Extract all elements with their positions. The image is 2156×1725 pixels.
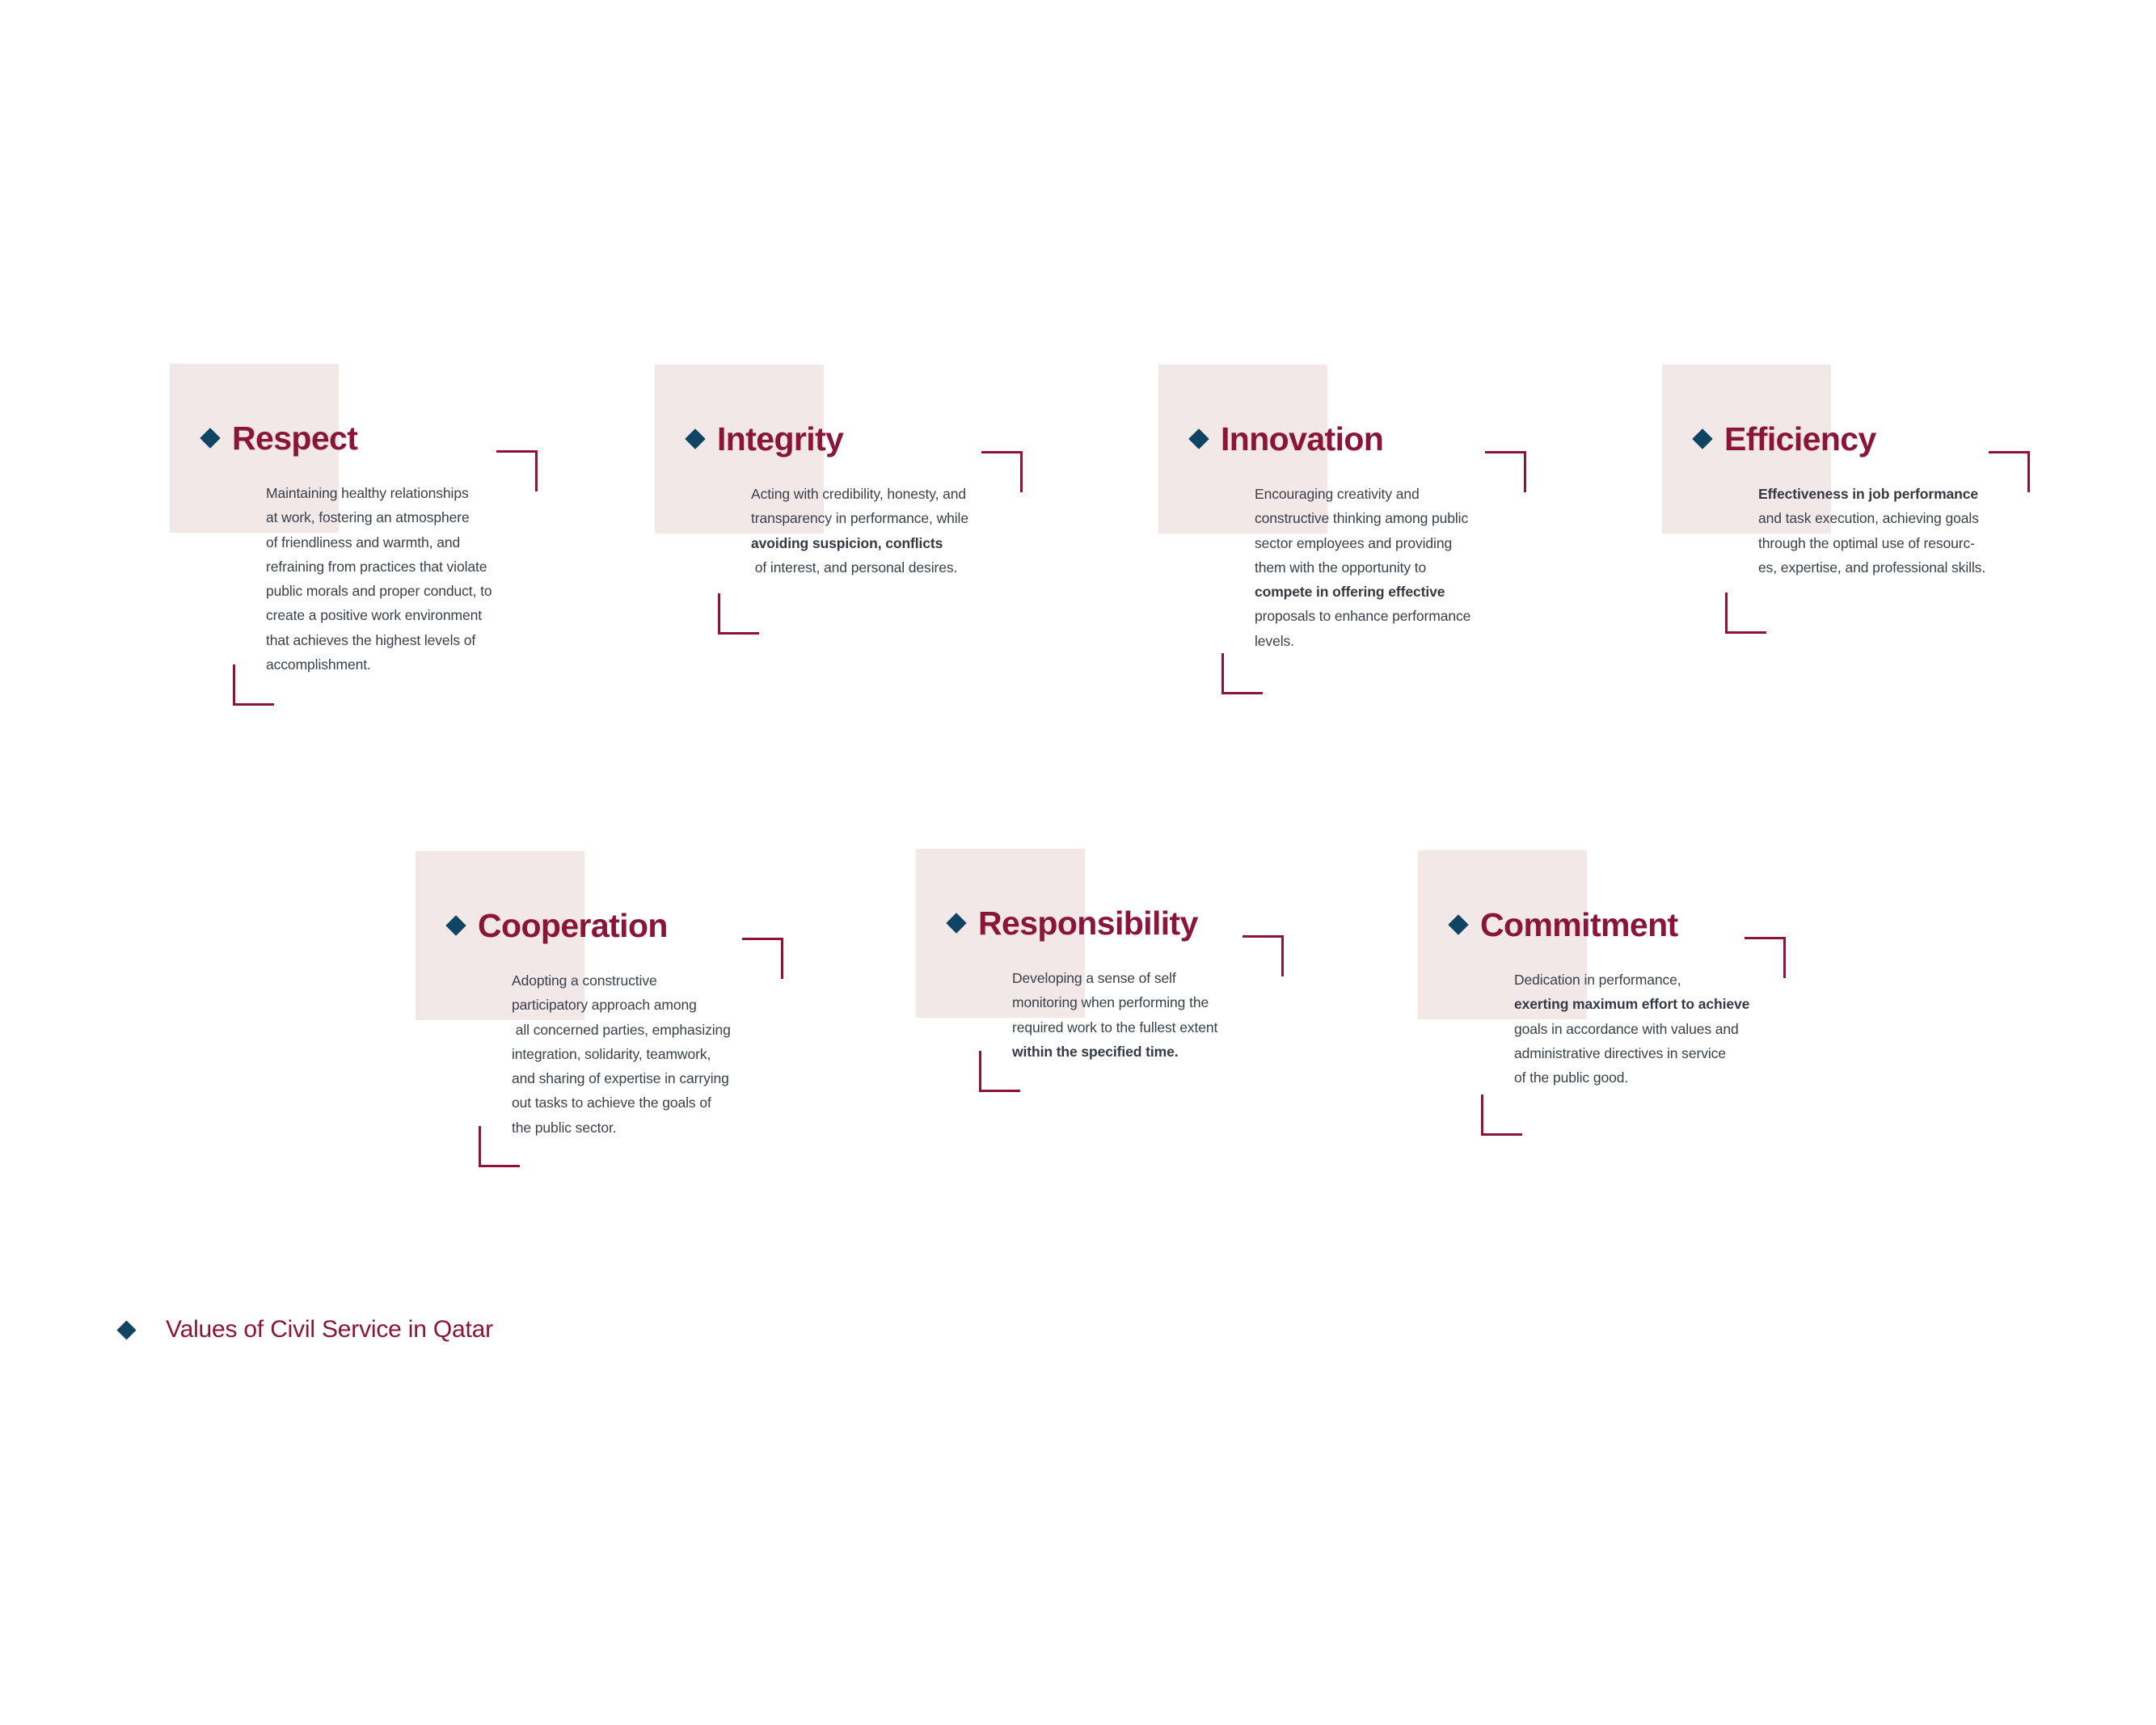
description-line: all concerned parties, emphasizing: [512, 1021, 731, 1038]
description-line: administrative directives in service: [1514, 1044, 1726, 1061]
pink-square: [1662, 365, 1831, 534]
description-line: constructive thinking among public: [1255, 510, 1469, 527]
description-line: compete in offering effective: [1255, 584, 1445, 601]
value-description: Acting with credibility, honesty, and tr…: [751, 482, 1026, 580]
description-line: the public sector.: [512, 1119, 617, 1136]
corner-bracket-top-right: [1485, 451, 1526, 492]
value-card-innovation: Innovation Encouraging creativity and co…: [1158, 365, 1538, 720]
pink-square: [1158, 365, 1327, 534]
diamond-icon: [685, 428, 706, 449]
description-line: that achieves the highest levels of: [266, 631, 476, 648]
value-description: Adopting a constructive participatory ap…: [512, 968, 787, 1140]
description-line: create a positive work environment: [266, 607, 483, 624]
description-line: transparency in performance, while: [751, 510, 968, 527]
value-card-efficiency: Efficiency Effectiveness in job performa…: [1662, 365, 2042, 720]
description-line: Maintaining healthy relationships: [266, 485, 469, 501]
diamond-icon: [1448, 914, 1469, 935]
diamond-icon: [200, 428, 221, 449]
description-line: through the optimal use of resourc-: [1758, 534, 1975, 551]
corner-bracket-bottom-left: [979, 1051, 1020, 1092]
value-card-integrity: Integrity Acting with credibility, hones…: [655, 365, 1035, 720]
corner-bracket-bottom-left: [1725, 593, 1766, 634]
card-heading: Efficiency: [1692, 418, 1876, 460]
description-line: within the specified time.: [1012, 1043, 1179, 1060]
value-card-commitment: Commitment Dedication in performance, ex…: [1418, 850, 1798, 1206]
description-line: out tasks to achieve the goals of: [512, 1094, 711, 1111]
diamond-icon: [116, 1319, 137, 1340]
value-description: Encouraging creativity and constructive …: [1255, 482, 1529, 653]
description-line: them with the opportunity to: [1255, 559, 1427, 576]
description-line: and task execution, achieving goals: [1758, 510, 1979, 527]
description-line: at work, fostering an atmosphere: [266, 509, 470, 526]
caption-label: Values of Civil Service in Qatar: [166, 1316, 493, 1343]
value-description: Maintaining healthy relationships at wor…: [266, 481, 541, 677]
diamond-icon: [946, 913, 967, 934]
description-line: sector employees and providing: [1255, 534, 1453, 551]
value-description: Effectiveness in job performance and tas…: [1758, 482, 2033, 580]
pink-square: [1418, 850, 1587, 1019]
description-line: goals in accordance with values and: [1514, 1020, 1739, 1037]
card-heading: Cooperation: [445, 905, 668, 947]
description-line: integration, solidarity, teamwork,: [512, 1045, 711, 1062]
card-heading: Integrity: [685, 418, 844, 460]
value-description: Developing a sense of self monitoring wh…: [1012, 966, 1287, 1064]
value-card-responsibility: Responsibility Developing a sense of sel…: [916, 849, 1296, 1204]
pink-square: [170, 364, 339, 533]
diamond-icon: [1692, 428, 1713, 449]
corner-bracket-top-right: [742, 938, 783, 979]
description-line: monitoring when performing the: [1012, 994, 1209, 1011]
description-line: Dedication in performance,: [1514, 972, 1681, 988]
value-card-respect: Respect Maintaining healthy relationship…: [170, 364, 550, 719]
corner-bracket-bottom-left: [718, 593, 759, 635]
value-description: Dedication in performance, exerting maxi…: [1514, 968, 1789, 1090]
card-heading: Commitment: [1448, 904, 1678, 946]
description-line: levels.: [1255, 632, 1294, 649]
card-heading: Innovation: [1188, 418, 1384, 460]
diamond-icon: [445, 915, 466, 936]
value-title: Respect: [232, 420, 358, 457]
corner-bracket-top-right: [981, 451, 1023, 492]
description-line: es, expertise, and professional skills.: [1758, 559, 1986, 576]
value-title: Innovation: [1221, 420, 1384, 458]
description-line: exerting maximum effort to achieve: [1514, 996, 1750, 1013]
corner-bracket-bottom-left: [479, 1126, 520, 1167]
corner-bracket-bottom-left: [1221, 653, 1263, 694]
value-title: Efficiency: [1724, 420, 1876, 458]
corner-bracket-bottom-left: [1481, 1094, 1522, 1136]
description-line: public morals and proper conduct, to: [266, 583, 492, 600]
description-line: Adopting a constructive: [512, 972, 657, 989]
pink-square: [916, 849, 1085, 1018]
description-line: participatory approach among: [512, 997, 697, 1014]
description-line: and sharing of expertise in carrying: [512, 1070, 729, 1087]
value-title: Cooperation: [478, 907, 668, 944]
corner-bracket-top-right: [1243, 935, 1284, 976]
description-line: required work to the fullest extent: [1012, 1019, 1218, 1035]
description-line: avoiding suspicion, conflicts: [751, 534, 943, 551]
value-card-cooperation: Cooperation Adopting a constructive part…: [416, 851, 795, 1207]
description-line: Acting with credibility, honesty, and: [751, 486, 967, 502]
description-line: proposals to enhance performance: [1255, 608, 1471, 625]
description-line: of interest, and personal desires.: [751, 559, 958, 576]
description-line: Encouraging creativity and: [1255, 486, 1420, 502]
diamond-icon: [1188, 428, 1209, 449]
description-line: refraining from practices that violate: [266, 558, 487, 575]
page-caption: Values of Civil Service in Qatar: [116, 1314, 493, 1346]
card-heading: Responsibility: [946, 902, 1198, 944]
pink-square: [655, 365, 824, 534]
description-line: of the public good.: [1514, 1069, 1629, 1086]
value-title: Responsibility: [978, 905, 1198, 942]
pink-square: [416, 851, 584, 1020]
value-title: Integrity: [717, 420, 844, 458]
corner-bracket-top-right: [496, 450, 538, 491]
description-line: of friendliness and warmth, and: [266, 534, 461, 550]
corner-bracket-bottom-left: [233, 664, 274, 706]
description-line: Developing a sense of self: [1012, 970, 1176, 986]
value-title: Commitment: [1480, 906, 1678, 943]
description-line: accomplishment.: [266, 656, 371, 673]
description-line: Effectiveness in job performance: [1758, 486, 1979, 502]
card-heading: Respect: [200, 417, 358, 459]
corner-bracket-top-right: [1989, 451, 2030, 492]
corner-bracket-top-right: [1745, 937, 1786, 978]
